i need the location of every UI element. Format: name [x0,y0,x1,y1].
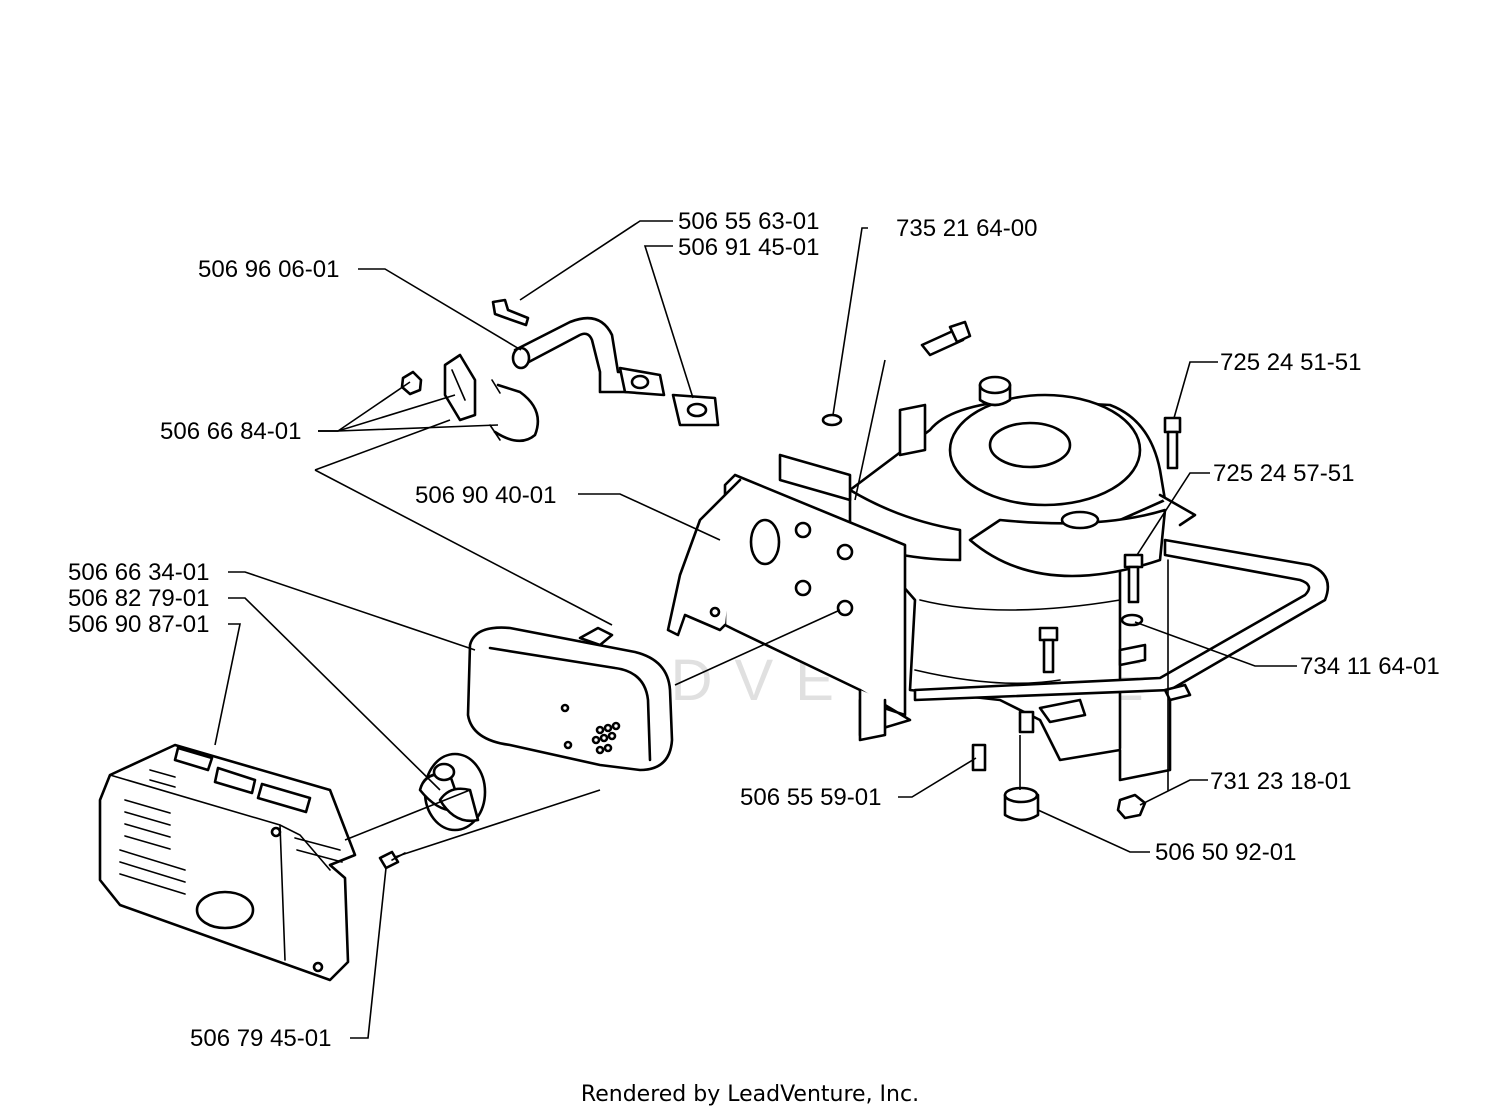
fasteners-drawing [378,298,1182,870]
render-credit: Rendered by LeadVenture, Inc. [580,1082,920,1107]
part-label-725-24-51-51: 725 24 51-51 [1220,349,1361,376]
part-label-506-90-40-01: 506 90 40-01 [415,482,556,509]
deflector-drawing [418,752,487,832]
part-label-734-11-64-01: 734 11 64-01 [1300,653,1440,680]
muffler-drawing [466,626,674,772]
part-label-735-21-64-00: 735 21 64-00 [896,215,1037,242]
part-label-506-90-87-01: 506 90 87-01 [68,611,209,638]
part-label-506-50-92-01: 506 50 92-01 [1155,839,1296,866]
part-label-506-66-34-01: 506 66 34-01 [68,559,209,586]
part-label-506-55-59-01: 506 55 59-01 [740,784,881,811]
part-label-506-55-63-01: 506 55 63-01 [678,208,819,235]
guard-vent-slots [119,769,343,895]
part-labels: 506 55 63-01 506 91 45-01 735 21 64-00 5… [68,208,1440,1052]
exhaust-pipe-drawing [511,316,720,427]
part-label-506-96-06-01: 506 96 06-01 [198,256,339,283]
muffler-guard-drawing [98,743,357,982]
part-label-725-24-57-51: 725 24 57-51 [1213,460,1354,487]
part-label-506-66-84-01: 506 66 84-01 [160,418,301,445]
part-label-506-79-45-01: 506 79 45-01 [190,1025,331,1052]
part-label-731-23-18-01: 731 23 18-01 [1210,768,1351,795]
engine-drawing [848,375,1330,791]
part-label-506-91-45-01: 506 91 45-01 [678,234,819,261]
part-label-506-82-79-01: 506 82 79-01 [68,585,209,612]
mounting-bracket-drawing [666,453,912,742]
leader-lines [214,220,1297,1039]
muffler-vent-holes [560,703,621,755]
clamp-kit-drawing [400,353,540,443]
